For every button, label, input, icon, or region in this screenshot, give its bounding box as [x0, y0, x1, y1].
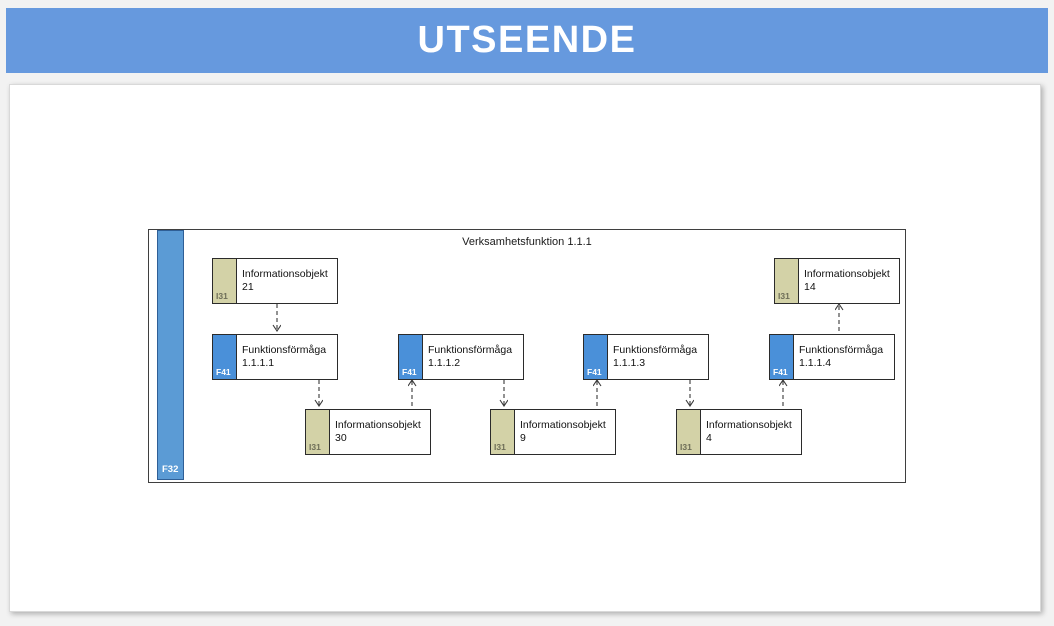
node-label: Funktionsförmåga [613, 343, 698, 356]
node-body: Funktionsförmåga 1.1.1.4 [794, 335, 894, 379]
node-body: Informationsobjekt 9 [515, 410, 615, 454]
node-body: Informationsobjekt 21 [237, 259, 337, 303]
node-tab-i31: I31 [491, 410, 515, 454]
diagram-frame[interactable]: Verksamhetsfunktion 1.1.1 F32 [148, 229, 906, 483]
node-body: Funktionsförmåga 1.1.1.3 [608, 335, 708, 379]
node-tab-i31: I31 [677, 410, 701, 454]
node-label: Informationsobjekt 14 [804, 267, 890, 293]
node-sublabel: 1.1.1.1 [242, 357, 275, 369]
node-sublabel: 1.1.1.4 [799, 357, 832, 369]
node-tab-label: F41 [587, 367, 602, 377]
node-body: Funktionsförmåga 1.1.1.1 [237, 335, 337, 379]
node-body: Funktionsförmåga 1.1.1.2 [423, 335, 523, 379]
content-panel: Verksamhetsfunktion 1.1.1 F32 [9, 84, 1041, 612]
node-informationsobjekt-4[interactable]: I31 Informationsobjekt 4 [676, 409, 802, 455]
node-label: Informationsobjekt 9 [520, 418, 606, 444]
node-tab-label: I31 [216, 291, 228, 301]
function-bar-f32[interactable]: F32 [157, 230, 184, 480]
node-sublabel: 1.1.1.2 [428, 357, 461, 369]
function-bar-label: F32 [162, 464, 179, 475]
node-tab-i31: I31 [213, 259, 237, 303]
node-tab-label: I31 [680, 442, 692, 452]
node-tab-label: I31 [494, 442, 506, 452]
node-tab-f41: F41 [584, 335, 608, 379]
header-banner: UTSEENDE [6, 8, 1048, 73]
node-label: Funktionsförmåga [799, 343, 884, 356]
node-label: Informationsobjekt 21 [242, 267, 328, 293]
node-tab-label: F41 [402, 367, 417, 377]
node-label: Funktionsförmåga [242, 343, 327, 356]
node-funktionsformaga-1-1-1-4[interactable]: F41 Funktionsförmåga 1.1.1.4 [769, 334, 895, 380]
node-body: Informationsobjekt 30 [330, 410, 430, 454]
node-sublabel: 1.1.1.3 [613, 357, 646, 369]
node-label: Informationsobjekt 4 [706, 418, 792, 444]
diagram-title: Verksamhetsfunktion 1.1.1 [462, 236, 592, 248]
page-title: UTSEENDE [417, 19, 637, 61]
node-body: Informationsobjekt 4 [701, 410, 801, 454]
node-tab-f41: F41 [770, 335, 794, 379]
node-tab-f41: F41 [213, 335, 237, 379]
node-body: Informationsobjekt 14 [799, 259, 899, 303]
node-funktionsformaga-1-1-1-2[interactable]: F41 Funktionsförmåga 1.1.1.2 [398, 334, 524, 380]
node-tab-f41: F41 [399, 335, 423, 379]
node-tab-i31: I31 [306, 410, 330, 454]
node-tab-label: F41 [216, 367, 231, 377]
node-tab-label: I31 [309, 442, 321, 452]
node-funktionsformaga-1-1-1-1[interactable]: F41 Funktionsförmåga 1.1.1.1 [212, 334, 338, 380]
node-label: Informationsobjekt 30 [335, 418, 421, 444]
node-label: Funktionsförmåga [428, 343, 513, 356]
node-tab-i31: I31 [775, 259, 799, 303]
node-tab-label: I31 [778, 291, 790, 301]
node-funktionsformaga-1-1-1-3[interactable]: F41 Funktionsförmåga 1.1.1.3 [583, 334, 709, 380]
node-informationsobjekt-21[interactable]: I31 Informationsobjekt 21 [212, 258, 338, 304]
node-informationsobjekt-14[interactable]: I31 Informationsobjekt 14 [774, 258, 900, 304]
node-tab-label: F41 [773, 367, 788, 377]
node-informationsobjekt-9[interactable]: I31 Informationsobjekt 9 [490, 409, 616, 455]
node-informationsobjekt-30[interactable]: I31 Informationsobjekt 30 [305, 409, 431, 455]
